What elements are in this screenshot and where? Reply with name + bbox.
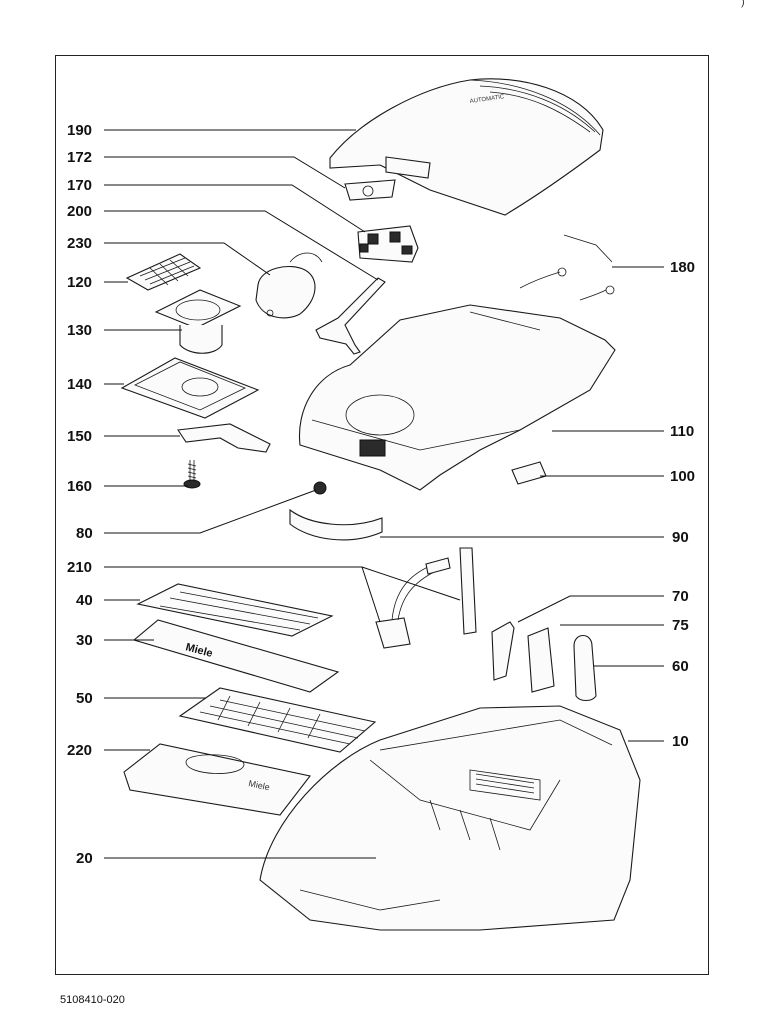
callout-172: 172: [67, 149, 92, 166]
corner-mark: ): [741, 0, 745, 8]
part-230-round-cover: [255, 252, 323, 319]
part-130-housing: [154, 289, 242, 354]
part-70-latch: [491, 621, 515, 681]
callout-200: 200: [67, 203, 92, 220]
callout-170: 170: [67, 177, 92, 194]
part-40-foam-filter: [136, 583, 334, 637]
callout-220: 220: [67, 742, 92, 759]
part-30-filter-paper: Miele: [132, 619, 340, 693]
callout-90: 90: [672, 529, 689, 546]
callout-190: 190: [67, 122, 92, 139]
part-100-small-cover: [511, 461, 547, 485]
callout-75: 75: [672, 617, 689, 634]
callout-150: 150: [67, 428, 92, 445]
part-140-tray: [120, 357, 260, 419]
callout-230: 230: [67, 235, 92, 252]
cover-brand-text: Miele: [248, 778, 271, 792]
part-110-upper-body: [298, 304, 616, 491]
part-190-lid: AUTOMATIC: [329, 78, 604, 216]
callout-140: 140: [67, 376, 92, 393]
part-180-springs: [519, 234, 615, 301]
leader-lines: [104, 129, 664, 859]
part-90-trim: [289, 508, 383, 541]
callout-70: 70: [672, 588, 689, 605]
callout-100: 100: [670, 468, 695, 485]
part-160-screw: [183, 460, 201, 489]
part-210-cable-assembly: [375, 547, 477, 649]
part-172-plate: [344, 179, 396, 201]
part-60-handle: [573, 634, 597, 702]
callout-110: 110: [670, 423, 694, 440]
callout-120: 120: [67, 274, 92, 291]
part-150-bracket: [177, 423, 271, 453]
part-220-exhaust-cover: Miele: [123, 743, 311, 816]
part-10-base-housing: [259, 705, 641, 931]
callout-160: 160: [67, 478, 92, 495]
part-170-switch: [357, 225, 419, 263]
part-80-wheel: [313, 481, 327, 495]
document-number: 5108410-020: [60, 994, 125, 1006]
callout-labels: 190 172 170 200 230 120 130 140 150 160 …: [67, 122, 695, 867]
part-75-holder: [527, 627, 555, 693]
part-120-grille: [125, 253, 202, 291]
callout-40: 40: [76, 592, 93, 609]
callout-30: 30: [76, 632, 93, 649]
diagram-frame: [55, 55, 709, 975]
part-50-hepa-filter: [178, 687, 377, 753]
callout-80: 80: [76, 525, 93, 542]
callout-210: 210: [67, 559, 92, 576]
callout-10: 10: [672, 733, 689, 750]
callout-130: 130: [67, 322, 92, 339]
svg-text:AUTOMATIC: AUTOMATIC: [469, 94, 505, 105]
part-200-lever: [315, 277, 386, 355]
callout-60: 60: [672, 658, 689, 675]
callout-20: 20: [76, 850, 93, 867]
callout-50: 50: [76, 690, 93, 707]
callout-180: 180: [670, 259, 695, 276]
